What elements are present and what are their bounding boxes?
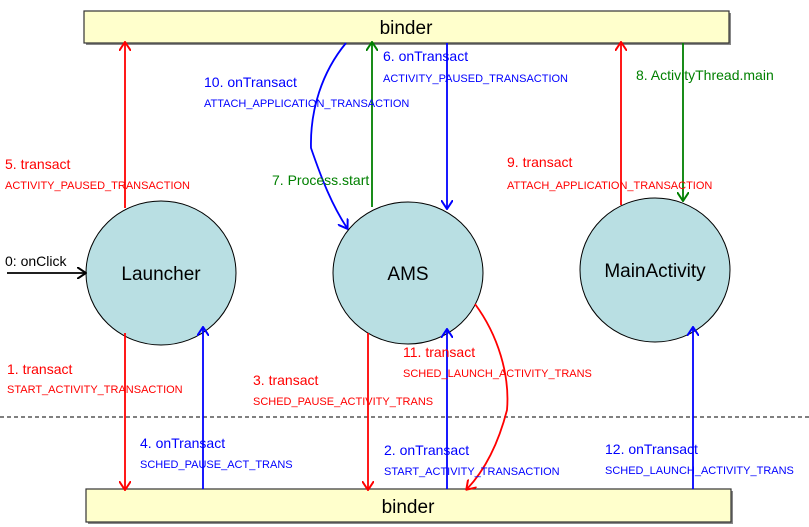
step-7-title: 7. Process.start	[272, 172, 369, 188]
ams-label: AMS	[387, 264, 428, 285]
binder-top-label: binder	[380, 18, 433, 39]
binder-bottom-label: binder	[382, 497, 435, 518]
step-3-title: 3. transact	[253, 372, 318, 388]
step-2-title: 2. onTransact	[384, 442, 469, 458]
step-10-title: 10. onTransact	[204, 74, 297, 90]
step-4-title: 4. onTransact	[140, 435, 225, 451]
node-ams: AMS	[332, 201, 484, 345]
step-9-title: 9. transact	[507, 154, 572, 170]
binder-top-box	[83, 10, 730, 44]
step-8-title: 8. ActivityThread.main	[636, 67, 774, 83]
step-10-subtitle: ATTACH_APPLICATION_TRANSACTION	[204, 98, 409, 110]
step-5-subtitle: ACTIVITY_PAUSED_TRANSACTION	[5, 180, 190, 192]
ams-circle	[332, 201, 484, 345]
binder-bottom: binder	[85, 488, 733, 524]
node-launcher: Launcher	[85, 200, 237, 346]
step-2-subtitle: START_ACTIVITY_TRANSACTION	[384, 466, 560, 478]
step-11-title: 11. transact	[403, 344, 475, 360]
main-activity-circle	[579, 197, 731, 343]
binder-top: binder	[83, 10, 731, 45]
step-9-subtitle: ATTACH_APPLICATION_TRANSACTION	[507, 180, 712, 192]
arrow-step-11	[467, 303, 509, 489]
node-main-activity: MainActivity	[579, 197, 731, 343]
binder-bottom-box	[85, 488, 732, 523]
step-3-subtitle: SCHED_PAUSE_ACTIVITY_TRANS	[253, 396, 433, 408]
launcher-label: Launcher	[121, 264, 201, 285]
step-5-title: 5. transact	[5, 156, 70, 172]
step-6-title: 6. onTransact	[383, 48, 468, 64]
step-1-subtitle: START_ACTIVITY_TRANSACTION	[7, 384, 183, 396]
step-11-subtitle: SCHED_LAUNCH_ACTIVITY_TRANS	[403, 368, 592, 380]
step-0-title: 0: onClick	[5, 253, 67, 269]
step-12-title: 12. onTransact	[605, 441, 698, 457]
step-4-subtitle: SCHED_PAUSE_ACT_TRANS	[140, 459, 293, 471]
step-1-title: 1. transact	[7, 361, 72, 377]
step-12-subtitle: SCHED_LAUNCH_ACTIVITY_TRANS	[605, 465, 794, 477]
main-activity-label: MainActivity	[604, 261, 706, 282]
step-6-subtitle: ACTIVITY_PAUSED_TRANSACTION	[383, 73, 568, 85]
arrow-step-10	[310, 42, 347, 228]
